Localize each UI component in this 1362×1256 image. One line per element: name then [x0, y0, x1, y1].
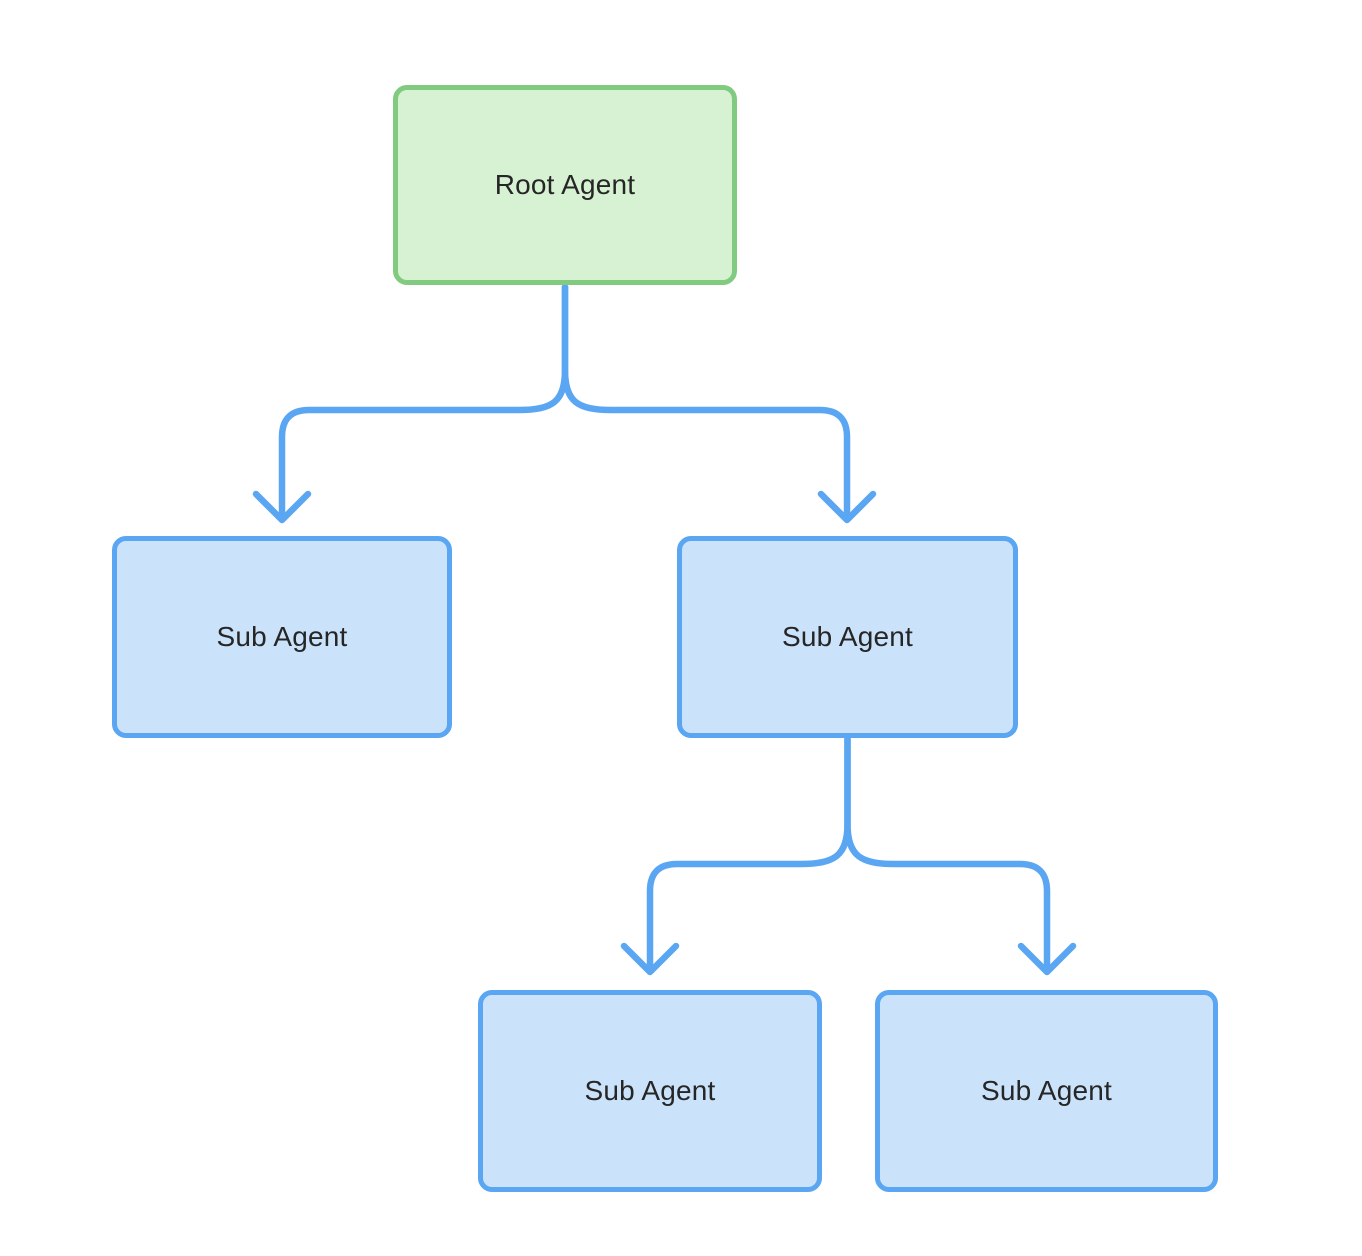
arrowhead-icon	[620, 942, 680, 976]
node-sub-agent-right[interactable]: Sub Agent	[677, 536, 1018, 738]
node-sub-agent-bottom-left[interactable]: Sub Agent	[478, 990, 822, 1192]
arrowhead-icon	[817, 490, 877, 524]
node-label: Root Agent	[494, 169, 636, 200]
arrowhead-icon	[252, 490, 312, 524]
node-sub-agent-left[interactable]: Sub Agent	[112, 536, 452, 738]
node-label: Sub Agent	[980, 1075, 1113, 1106]
edge-root-to-sub-right	[561, 283, 851, 518]
edge-sub-right-to-sub-bottom-right	[844, 735, 1051, 970]
node-sub-agent-bottom-right[interactable]: Sub Agent	[875, 990, 1218, 1192]
arrowhead-icon	[1017, 942, 1077, 976]
edge-root-to-sub-left	[278, 283, 569, 518]
node-root-agent[interactable]: Root Agent	[393, 85, 737, 285]
node-label: Sub Agent	[216, 621, 348, 652]
node-label: Sub Agent	[584, 1075, 716, 1106]
edge-sub-right-to-sub-bottom-left	[646, 735, 851, 970]
node-label: Sub Agent	[781, 621, 914, 652]
